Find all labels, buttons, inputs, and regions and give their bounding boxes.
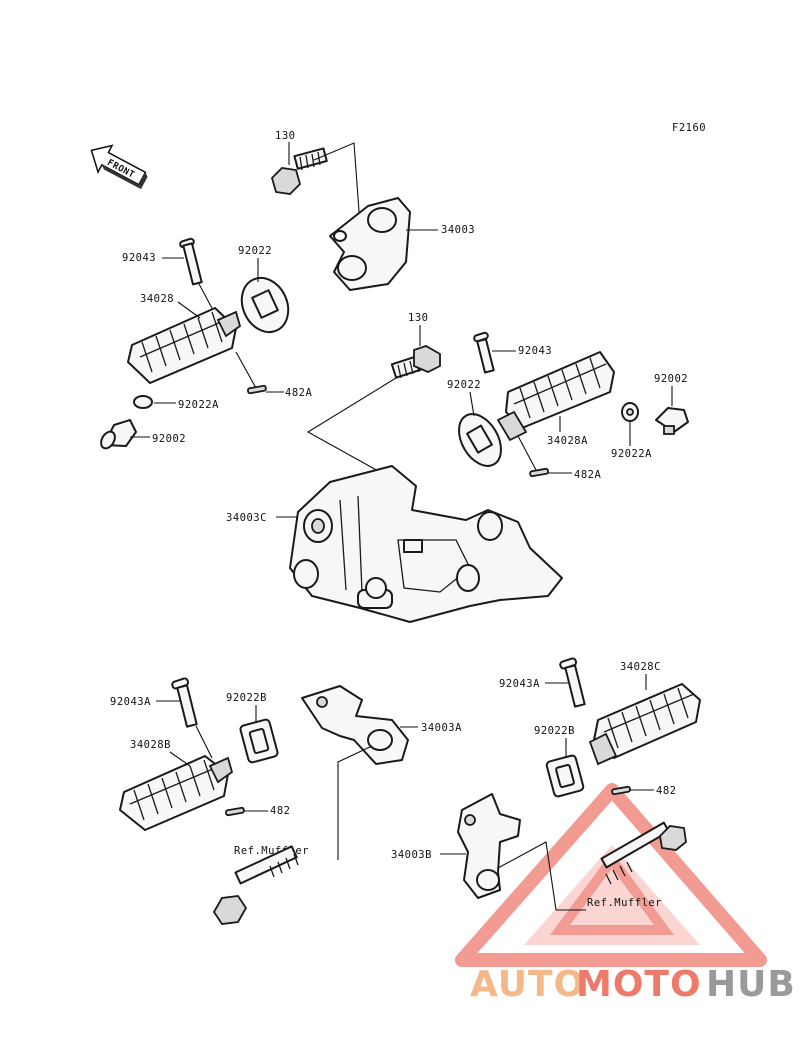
washer-92022-right: [458, 413, 502, 467]
callout-482A-right: 482A: [574, 469, 601, 481]
bracket-34003C: [289, 465, 563, 623]
cotter-482-left: [225, 806, 245, 817]
callout-92043: 92043: [122, 252, 156, 264]
bolt-130-mid: [390, 345, 441, 379]
footpeg-34028A: [496, 351, 615, 442]
front-arrow-icon: FRONT: [90, 144, 148, 190]
callout-130-top: 130: [275, 130, 295, 142]
callout-92022A-left: 92022A: [178, 399, 219, 411]
callout-92022A-right: 92022A: [611, 448, 652, 460]
cotter-482A-left: [247, 384, 267, 395]
callout-482-right: 482: [656, 785, 676, 797]
bolt-ref-muffler-right: [600, 821, 687, 885]
stopper-92002-right: [655, 407, 689, 435]
ref-muffler-right: Ref.Muffler: [587, 897, 662, 909]
callout-92022-right: 92022: [447, 379, 481, 391]
footpeg-34028: [127, 307, 242, 384]
washer-92022B-left: [239, 718, 279, 764]
bolt-130-top: [270, 147, 328, 195]
washer-92022B-right: [545, 754, 585, 798]
callout-34003B: 34003B: [391, 849, 432, 861]
washer-92022A-right: [621, 402, 639, 422]
stopper-92002-left: [100, 419, 137, 450]
cotter-482A-right: [529, 467, 549, 478]
callout-34028B: 34028B: [130, 739, 171, 751]
pin-92043-right: [473, 331, 495, 374]
watermark-hub: HUB: [706, 964, 796, 1005]
callout-92043A-right: 92043A: [499, 678, 540, 690]
watermark-logo: [455, 783, 767, 967]
watermark-moto: MOTO: [576, 964, 702, 1005]
bracket-34003B: [457, 793, 521, 899]
callout-92022B-left: 92022B: [226, 692, 267, 704]
watermark-text: AUTO MOTO HUB: [470, 964, 796, 1005]
callout-34003C: 34003C: [226, 512, 267, 524]
callout-34003A: 34003A: [421, 722, 462, 734]
callout-482A-left: 482A: [285, 387, 312, 399]
callout-92043-right: 92043: [518, 345, 552, 357]
callout-34028A: 34028A: [547, 435, 588, 447]
callout-92002-left: 92002: [152, 433, 186, 445]
callout-92043A-left: 92043A: [110, 696, 151, 708]
callout-130-mid: 130: [408, 312, 428, 324]
diagram-id: F2160: [672, 122, 706, 134]
pin-92043: [179, 237, 203, 286]
bracket-34003A: [301, 685, 409, 765]
cotter-482-right: [611, 785, 631, 796]
footpeg-34028B: [119, 755, 234, 831]
callout-34003: 34003: [441, 224, 475, 236]
callout-34028: 34028: [140, 293, 174, 305]
bracket-34003: [329, 197, 411, 291]
pin-92043A-left: [171, 677, 198, 728]
callout-92022B-right: 92022B: [534, 725, 575, 737]
callout-34028C: 34028C: [620, 661, 661, 673]
watermark-auto: AUTO: [470, 964, 585, 1005]
footpeg-34028C: [588, 683, 701, 766]
washer-92022: [240, 276, 290, 334]
pin-92043A-right: [559, 657, 586, 708]
callout-92022: 92022: [238, 245, 272, 257]
callout-482-left: 482: [270, 805, 290, 817]
callout-92002-right: 92002: [654, 373, 688, 385]
washer-92022A-left: [133, 395, 153, 409]
bolt-ref-muffler-left: [212, 845, 299, 925]
